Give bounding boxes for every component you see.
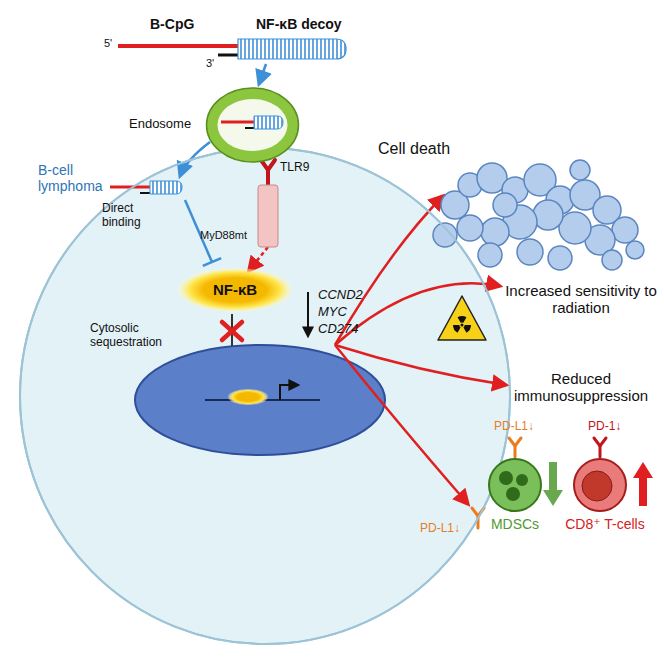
- increase-arrow: [633, 462, 653, 506]
- nuclear-nf-kb: [228, 389, 268, 405]
- t-cell-pd-1: [594, 438, 606, 457]
- cell: B-cell lymphomaEndosomeMyD88mtNF-κB: [18, 148, 512, 648]
- oligo: [118, 39, 346, 59]
- endosome: Endosome: [205, 87, 300, 163]
- decrease-arrow: [543, 462, 563, 506]
- label-text: Cytosolic sequestration: [90, 322, 178, 350]
- t-cell: CD8⁺ T-cells: [555, 458, 655, 538]
- effect-arrows: [335, 196, 506, 504]
- label-text: CCND2: [318, 288, 363, 303]
- node-text: B-cell lymphoma: [38, 162, 122, 194]
- mdsc-pd-l1: [509, 438, 521, 457]
- down-arrow: [307, 292, 309, 336]
- label-text: TLR9: [280, 161, 309, 175]
- nf-kb-oval: NF-κB: [178, 268, 292, 312]
- mdsc-cell: MDSCs: [485, 458, 545, 538]
- cell-body: [20, 148, 510, 644]
- radiation-symbol: [438, 296, 486, 340]
- label-text: NF-κB decoy: [256, 16, 342, 32]
- released-oligo: [110, 181, 182, 194]
- endosome-shape: [205, 87, 300, 163]
- label-text: PD-L1↓: [494, 420, 534, 434]
- label-text: CD274: [318, 322, 358, 337]
- label-text: 5': [104, 37, 112, 50]
- uptake-arrow: [259, 64, 266, 84]
- label-text: MYC: [318, 305, 347, 320]
- myd88-box: MyD88mt: [200, 185, 280, 247]
- tlr9-receptor: [261, 160, 275, 185]
- node-text: Endosome: [129, 117, 191, 132]
- node-text: MDSCs: [491, 516, 539, 532]
- block-cross: [222, 322, 242, 340]
- label-text: PD-1↓: [588, 420, 621, 434]
- label-text: Increased sensitivity to radiation: [505, 282, 657, 317]
- label-text: 3': [206, 57, 214, 70]
- label-text: Reduced immunosuppression: [505, 370, 657, 405]
- node-text: CD8⁺ T-cells: [565, 516, 644, 532]
- signal-connector: [249, 247, 268, 271]
- node-text: NF-κB: [213, 281, 257, 298]
- label-text: Cell death: [378, 140, 450, 158]
- label-text: PD-L1↓: [420, 522, 460, 536]
- label-text: B-CpG: [150, 16, 194, 32]
- transcription-arrow: [280, 385, 298, 400]
- node-text: MyD88mt: [200, 229, 247, 242]
- label-text: Direct binding: [102, 202, 162, 230]
